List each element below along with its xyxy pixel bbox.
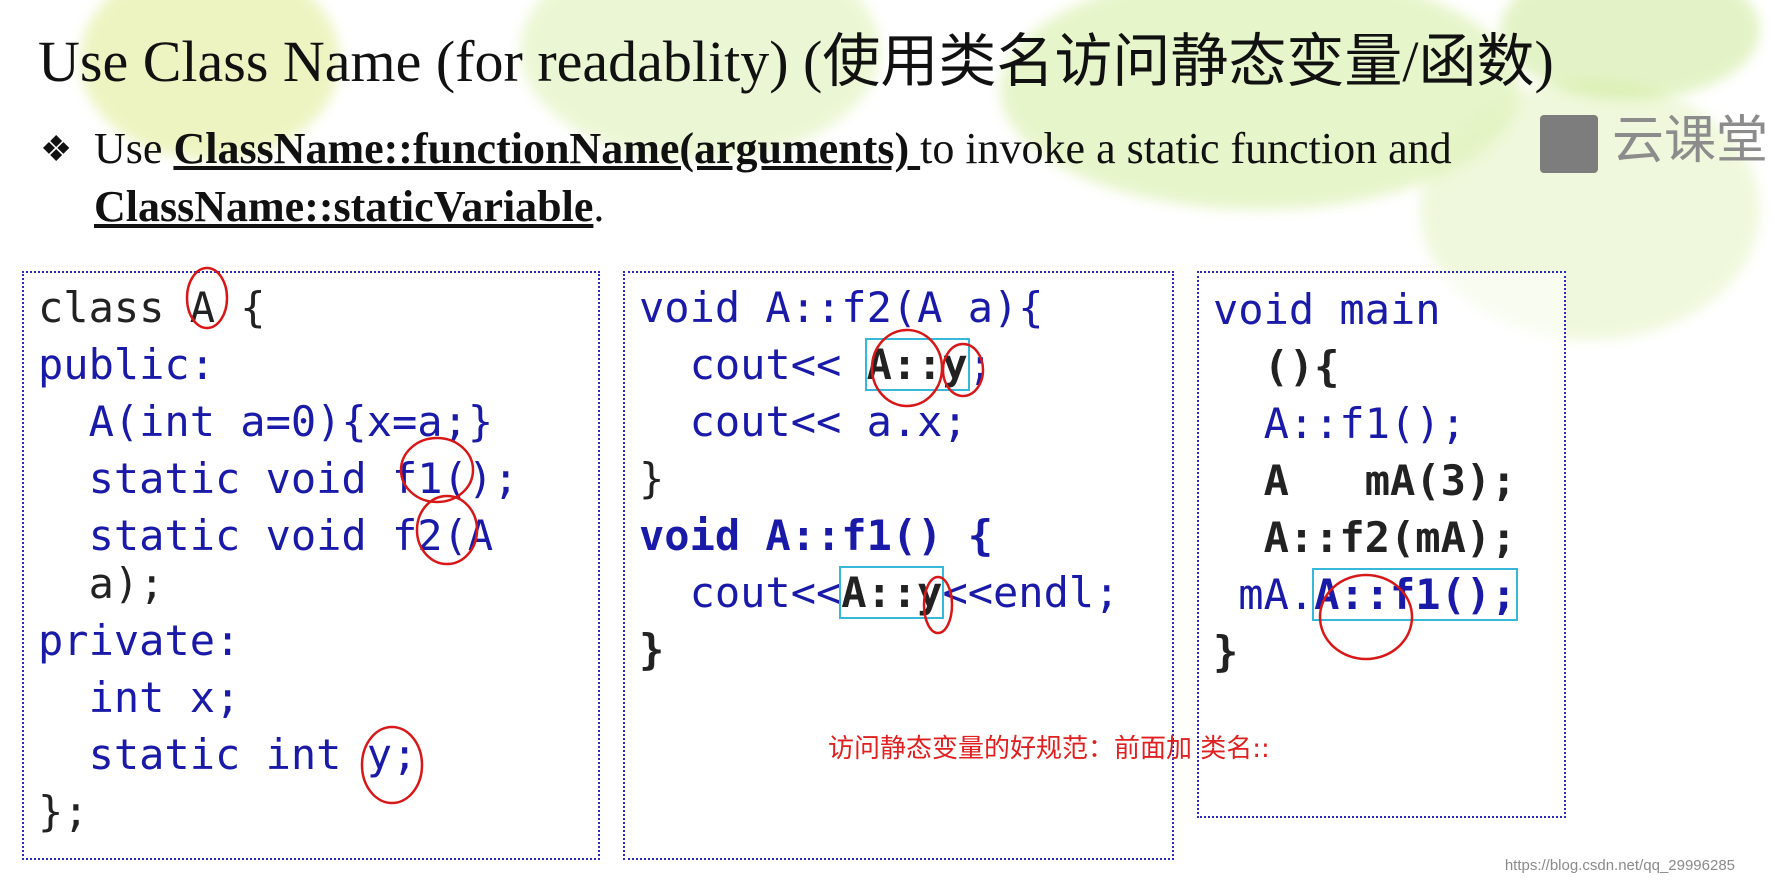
code-line: A::f1(); <box>1213 399 1466 448</box>
code-token: cout<< <box>639 340 867 389</box>
code-line: void main <box>1213 285 1441 334</box>
annotation-note: 访问静态变量的好规范：前面加 类名:: <box>828 734 1270 764</box>
code-token: cout<< <box>639 568 842 617</box>
code-line: A::f2(mA); <box>1213 513 1517 562</box>
code-token: ; <box>967 340 994 389</box>
code-token: <<endl; <box>942 568 1120 617</box>
bullet-variable-syntax: ClassName::staticVariable <box>94 182 594 231</box>
code-panel-class-definition: class A { public: A(int a=0){x=a;} stati… <box>22 271 600 860</box>
bullet-line-2: ClassName::staticVariable. <box>94 178 604 236</box>
bullet-text-end: . <box>593 182 605 231</box>
source-credit: https://blog.csdn.net/qq_29996285 <box>1504 857 1735 874</box>
bullet-diamond-icon: ❖ <box>40 129 73 169</box>
code-line: A(int a=0){x=a;} <box>38 397 494 446</box>
logo-square-icon <box>1540 115 1598 173</box>
code-line: int x; <box>38 673 241 722</box>
watermark-logo: 云课堂 <box>1540 98 1768 173</box>
code-line: static int y; <box>38 730 418 779</box>
bullet-text-pre: Use <box>94 124 174 173</box>
slide-title: Use Class Name (for readablity) (使用类名访问静… <box>38 29 1554 94</box>
code-token: mA. <box>1213 570 1315 619</box>
code-line: mA.A::f1(); <box>1213 566 1519 623</box>
code-line: private: <box>38 616 241 665</box>
code-line: (){ <box>1213 342 1340 391</box>
code-panel-main-function: void main (){ A::f1(); A mA(3); A::f2(mA… <box>1197 271 1566 818</box>
code-line: void A::f1() { <box>639 511 994 560</box>
code-line: static void f1(); <box>38 454 519 503</box>
code-panel-member-functions: void A::f2(A a){ cout<< A::y; cout<< a.x… <box>623 271 1174 860</box>
code-line: } <box>1213 627 1239 676</box>
code-line: }; <box>38 787 89 836</box>
code-line: } <box>639 454 665 503</box>
highlighted-static-access: A::f1(); <box>1312 568 1519 621</box>
highlighted-static-access: A::y <box>864 338 970 391</box>
code-line: A mA(3); <box>1213 456 1517 505</box>
code-line: void A::f2(A a){ <box>639 283 1044 332</box>
code-line: cout<< A::y; <box>639 336 993 393</box>
bullet-line-1: Use ClassName::functionName(arguments) t… <box>94 120 1452 178</box>
highlighted-static-access: A::y <box>839 566 945 619</box>
code-line: public: <box>38 340 216 389</box>
watermark-text: 云课堂 <box>1612 111 1769 171</box>
code-line: cout<< a.x; <box>639 397 968 446</box>
code-line: cout<<A::y<<endl; <box>639 564 1119 621</box>
code-line: class A { <box>38 283 266 332</box>
bullet-text-mid: to invoke a static function and <box>920 124 1452 173</box>
bullet-function-syntax: ClassName::functionName(arguments) <box>173 124 921 173</box>
code-line: } <box>639 625 665 674</box>
code-line: a); <box>38 559 165 608</box>
